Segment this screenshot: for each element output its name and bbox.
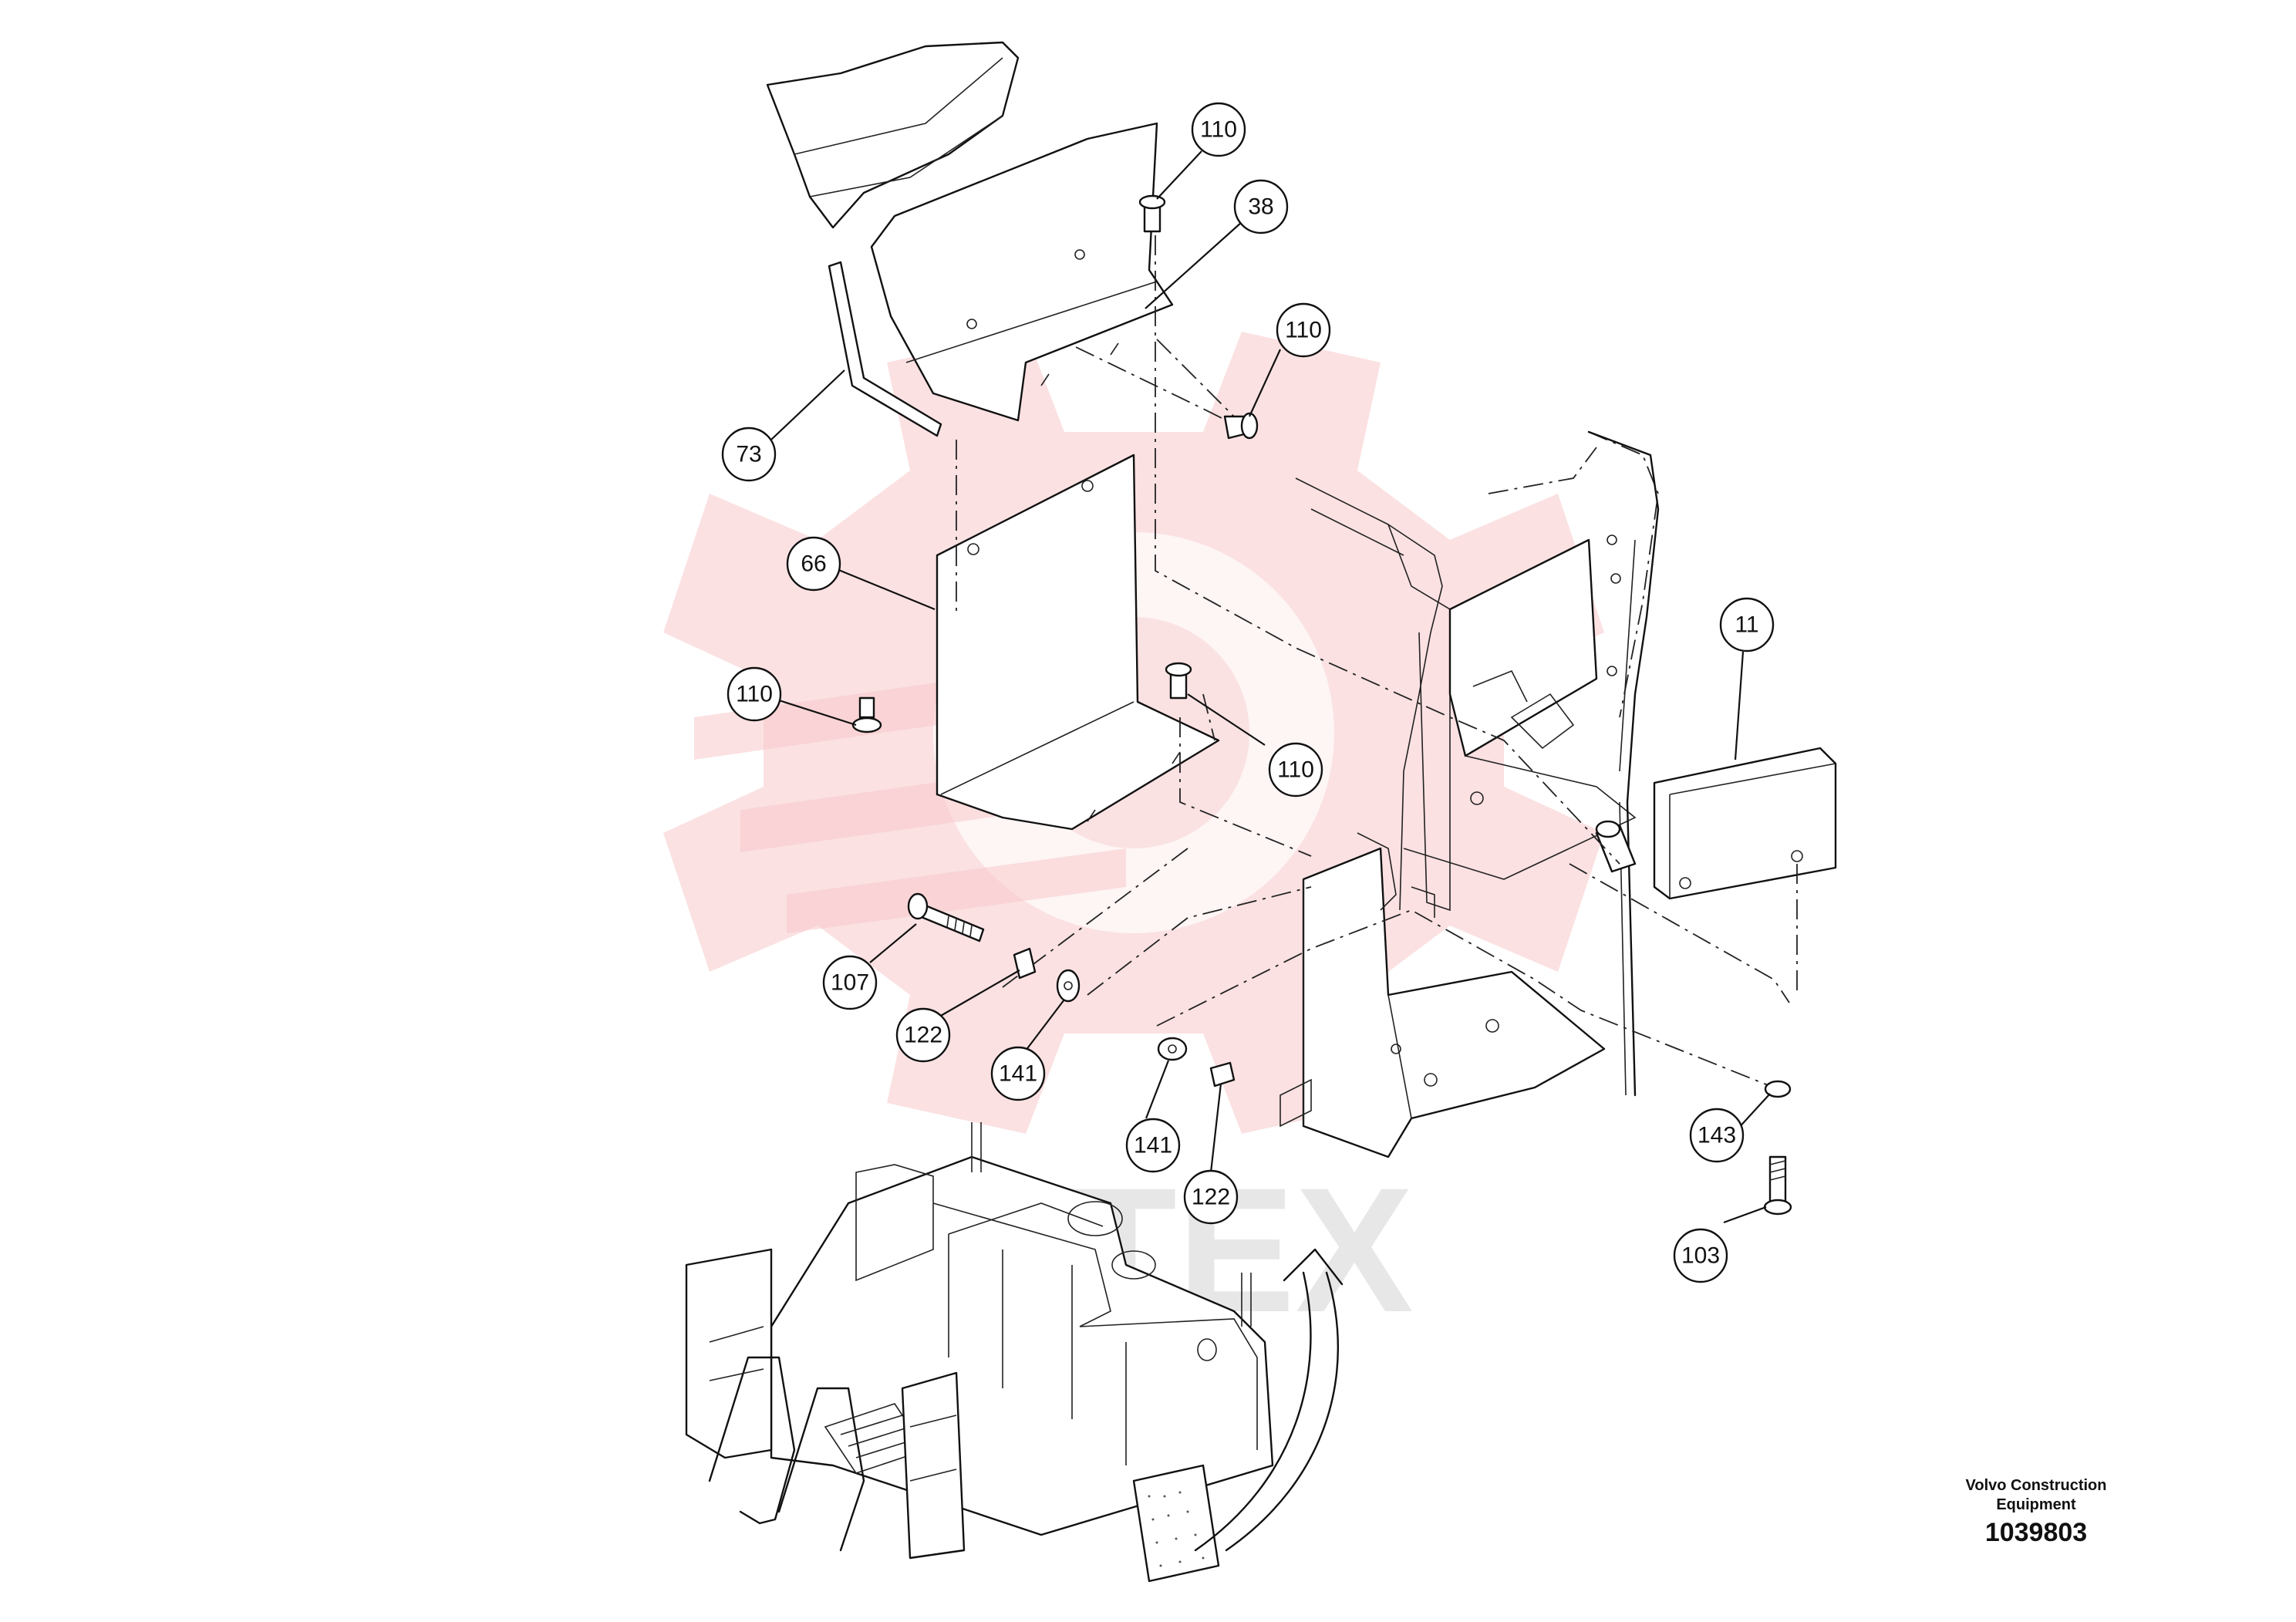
callout-38: 38: [1233, 179, 1289, 234]
svg-text:110: 110: [736, 682, 773, 707]
callout-66: 66: [786, 536, 841, 592]
callout-110-center: 110: [1268, 742, 1323, 798]
part-38-plate: [870, 122, 1174, 422]
upper-hood: [766, 41, 1020, 229]
callout-143: 143: [1689, 1108, 1745, 1163]
svg-text:103: 103: [1681, 1243, 1720, 1269]
svg-text:141: 141: [999, 1061, 1037, 1087]
svg-text:122: 122: [1192, 1185, 1230, 1210]
svg-text:141: 141: [1134, 1133, 1172, 1158]
callout-141-right: 141: [1125, 1118, 1181, 1173]
svg-text:73: 73: [736, 442, 761, 467]
callout-11: 11: [1719, 597, 1775, 653]
callout-122-right: 122: [1183, 1169, 1239, 1225]
svg-text:66: 66: [801, 551, 826, 577]
callout-107: 107: [822, 955, 878, 1010]
svg-text:11: 11: [1735, 612, 1758, 638]
callout-141-left: 141: [990, 1046, 1046, 1101]
svg-text:110: 110: [1285, 318, 1322, 343]
svg-text:107: 107: [831, 970, 869, 996]
leader-lines: [770, 150, 1771, 1224]
frame-structure: [1279, 430, 1660, 1158]
svg-text:122: 122: [904, 1023, 942, 1048]
svg-text:38: 38: [1248, 194, 1273, 220]
callout-122-left: 122: [895, 1007, 951, 1063]
svg-text:110: 110: [1277, 757, 1314, 783]
callout-110-top: 110: [1191, 102, 1246, 157]
fasteners: [851, 194, 1792, 1216]
svg-text:110: 110: [1200, 117, 1237, 143]
callout-103: 103: [1673, 1228, 1728, 1283]
callout-110-upper-right: 110: [1276, 302, 1331, 358]
callouts: 110 38 110 73 66 110 110 11: [721, 102, 1775, 1283]
part-73-strip: [828, 261, 942, 437]
watermark-logo: MITEX: [663, 332, 1604, 1349]
part-11-cover: [1653, 747, 1837, 900]
machine-overview: [685, 1122, 1344, 1583]
svg-text:143: 143: [1698, 1123, 1736, 1148]
callout-110-left: 110: [727, 666, 782, 722]
part-66-side-plate: [936, 454, 1220, 831]
callout-73: 73: [721, 427, 777, 482]
